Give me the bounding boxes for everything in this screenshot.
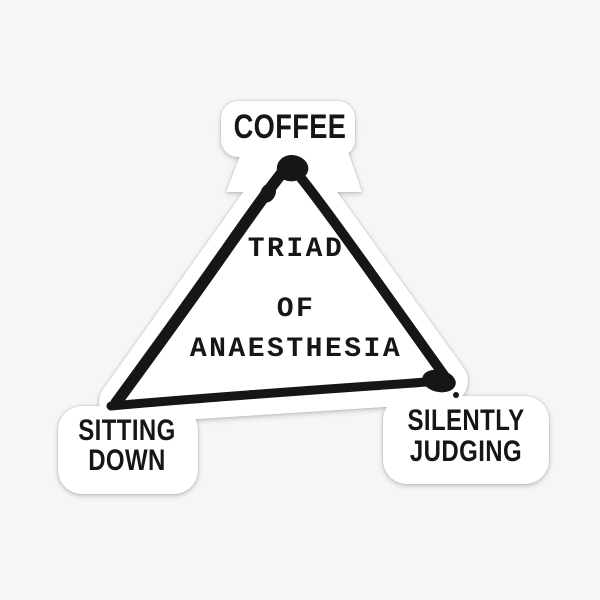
corner-ink-blob	[422, 369, 456, 393]
silently-line-1: SILENTLY	[407, 404, 525, 437]
triangle-right-side	[291, 167, 451, 383]
ink-dot	[453, 392, 459, 398]
vertex-label-sitting-down: SITTING DOWN	[47, 416, 207, 476]
hand-drawn-triangle	[106, 154, 459, 411]
title-line-triad: TRIAD	[247, 234, 345, 265]
vertex-label-coffee: COFFEE	[233, 108, 347, 146]
sitting-label-tab	[58, 406, 198, 494]
sitting-line-1: SITTING	[78, 414, 176, 447]
triangle-body	[99, 142, 468, 424]
title-line-anaesthesia: ANAESTHESIA	[189, 334, 403, 365]
silently-label-tab	[383, 396, 549, 484]
sitting-line-2: DOWN	[88, 444, 166, 477]
apex-ink-blob	[276, 154, 309, 182]
triangle-base-overlap-stroke	[248, 381, 440, 394]
left-stroke-knot	[259, 183, 277, 203]
vertex-label-silently-judging: SILENTLY JUDGING	[386, 405, 546, 467]
title-line-of: OF	[276, 294, 316, 325]
silently-line-2: JUDGING	[409, 435, 523, 468]
